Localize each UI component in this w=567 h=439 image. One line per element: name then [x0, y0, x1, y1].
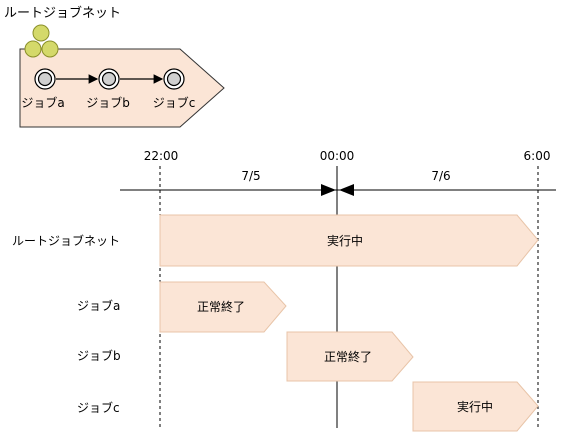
status-bar: [286, 331, 414, 382]
jobnet-icon-group: ルートジョブネット ジョブa ジョブb ジョブc: [4, 5, 225, 128]
row-root-jobnet: ルートジョブネット 実行中: [12, 214, 539, 267]
job-node-label-b: ジョブb: [86, 95, 130, 110]
job-node-label-a: ジョブa: [21, 95, 64, 110]
date-label-first: 7/5: [241, 169, 260, 183]
status-bar-label: 実行中: [457, 399, 493, 414]
status-bar: [412, 381, 539, 432]
timeline-axis: 22:00 00:00 6:00 7/5 7/6: [120, 149, 556, 428]
job-node-a: [34, 68, 56, 90]
jobnet-icon-title: ルートジョブネット: [4, 5, 121, 21]
status-bar: [159, 281, 287, 333]
time-label-0600: 6:00: [524, 149, 551, 163]
date-label-second: 7/6: [431, 169, 450, 183]
job-node-c: [163, 68, 185, 90]
jobnet-ball-top: [32, 24, 50, 42]
row-job-b: ジョブb 正常終了: [77, 331, 414, 382]
status-bar-label: 実行中: [327, 233, 363, 248]
row-label: ジョブc: [77, 400, 120, 415]
time-label-0000: 00:00: [320, 149, 355, 163]
row-job-a: ジョブa 正常終了: [77, 281, 287, 333]
date-boundary-marker-left: [321, 184, 336, 196]
time-label-2200: 22:00: [144, 149, 179, 163]
row-label: ジョブa: [77, 298, 120, 313]
jobnet-ball-left: [24, 40, 42, 58]
row-label: ルートジョブネット: [12, 233, 120, 248]
job-node-b: [98, 68, 120, 90]
job-node-label-c: ジョブc: [153, 95, 196, 110]
row-job-c: ジョブc 実行中: [77, 381, 539, 432]
jobnet-ball-right: [41, 40, 59, 58]
status-bar-label: 正常終了: [324, 349, 372, 364]
status-bar-label: 正常終了: [197, 299, 245, 314]
row-label: ジョブb: [77, 348, 121, 363]
date-boundary-marker-right: [339, 184, 354, 196]
status-bar: [159, 214, 539, 267]
